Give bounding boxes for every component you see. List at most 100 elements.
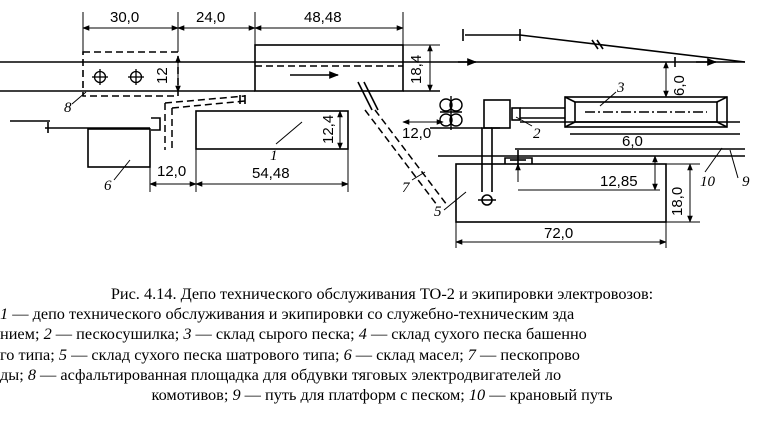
dim-124-text: 12,4 bbox=[320, 115, 337, 144]
pipe-support bbox=[363, 81, 379, 111]
caption-text: — путь для платформ с песком; bbox=[240, 385, 469, 405]
label-5: 5 bbox=[434, 204, 442, 220]
caption-text: — склад масел; bbox=[351, 344, 468, 364]
caption-text: — пескопрово bbox=[475, 344, 580, 364]
caption-num: 4 bbox=[358, 324, 367, 344]
caption-line-5: комотивов; 9 — путь для платформ с песко… bbox=[0, 385, 764, 405]
dim-5448-text: 54,48 bbox=[252, 165, 290, 182]
dryer-head bbox=[511, 107, 521, 121]
raw-sand-store bbox=[564, 96, 728, 128]
pipe-support bbox=[151, 117, 161, 131]
tower-silo bbox=[449, 113, 463, 127]
pipe-supports bbox=[151, 81, 379, 131]
caption-text: — склад сырого песка; bbox=[191, 324, 359, 344]
dryer-pipe bbox=[491, 127, 500, 192]
label-8: 8 bbox=[64, 100, 72, 116]
caption-text: — асфальтированная площадка для обдувки … bbox=[35, 364, 562, 384]
caption-line-1: 1 — депо технического обслуживания и эки… bbox=[0, 304, 764, 324]
dim-120a-text: 12,0 bbox=[402, 125, 431, 142]
label-10: 10 bbox=[700, 174, 716, 190]
sand-pipe bbox=[364, 109, 438, 206]
caption-num: 6 bbox=[343, 344, 352, 364]
caption-num: 9 bbox=[232, 385, 241, 405]
leader-lines bbox=[71, 91, 739, 211]
label-9: 9 bbox=[742, 174, 750, 190]
label-7: 7 bbox=[402, 180, 411, 196]
signal-marks bbox=[47, 29, 676, 133]
dim-24-text: 24,0 bbox=[196, 9, 225, 26]
track-top-branch bbox=[465, 34, 746, 63]
caption-num: 5 bbox=[58, 344, 67, 364]
leader-7 bbox=[411, 171, 426, 181]
leader-10 bbox=[704, 147, 723, 173]
caption-text: — крановый путь bbox=[485, 385, 613, 405]
depot-hall bbox=[254, 44, 404, 92]
tower-silo bbox=[439, 98, 453, 112]
dryer-pipe bbox=[481, 127, 492, 192]
dim-12-text: 12 bbox=[154, 67, 171, 84]
caption-line-4: ды; 8 — асфальтированная площадка для об… bbox=[0, 365, 764, 385]
caption-num: 2 bbox=[43, 324, 52, 344]
raw-sand-inner bbox=[574, 101, 718, 123]
raw-sand-outer bbox=[564, 96, 728, 128]
dim-180-text: 18,0 bbox=[669, 187, 686, 216]
label-3: 3 bbox=[616, 80, 625, 96]
caption-text: — склад сухого песка башенно bbox=[366, 324, 587, 344]
depot-building bbox=[195, 44, 404, 150]
caption-title: Рис. 4.14. Депо технического обслуживани… bbox=[110, 284, 654, 303]
dim-1285-text: 12,85 bbox=[600, 173, 638, 190]
raw-sand-corner bbox=[564, 96, 576, 103]
caption-text: — пескосушилка; bbox=[51, 324, 184, 344]
dim-720-text: 72,0 bbox=[544, 225, 573, 242]
dim-60b-text: 6,0 bbox=[622, 133, 643, 150]
sand-tower bbox=[439, 96, 463, 130]
caption-text: ды; bbox=[0, 364, 28, 384]
sand-dryer bbox=[430, 99, 565, 192]
sand-pipe bbox=[374, 109, 448, 206]
caption-text: го типа; bbox=[0, 344, 59, 364]
caption-num: 3 bbox=[183, 324, 192, 344]
dim-120b-text: 12,0 bbox=[157, 163, 186, 180]
pipe-support bbox=[357, 81, 373, 111]
dimension-lines bbox=[82, 12, 700, 248]
leader-1 bbox=[275, 121, 303, 145]
leader-8 bbox=[71, 91, 87, 105]
caption-num: 1 bbox=[0, 304, 9, 324]
sand-pipelines bbox=[164, 95, 448, 206]
label-6: 6 bbox=[104, 178, 112, 194]
raw-sand-corner bbox=[564, 121, 576, 128]
platform-valves bbox=[92, 69, 144, 85]
raw-sand-corner bbox=[716, 121, 728, 128]
caption-num: 7 bbox=[467, 344, 476, 364]
caption-line-2: нием; 2 — пескосушилка; 3 — склад сырого… bbox=[0, 324, 764, 344]
dim-60a-text: 6,0 bbox=[671, 75, 688, 96]
shed-sand-store bbox=[455, 150, 667, 223]
label-1: 1 bbox=[270, 148, 278, 164]
caption-text: комотивов; bbox=[151, 385, 233, 405]
route-arrows bbox=[290, 58, 717, 79]
label-2: 2 bbox=[533, 126, 541, 142]
leader-3 bbox=[599, 91, 617, 107]
leader-6 bbox=[113, 159, 131, 181]
tower-silo bbox=[449, 98, 463, 112]
caption-text: — склад сухого песка шатрового типа; bbox=[67, 344, 344, 364]
signal-mark bbox=[591, 39, 599, 50]
leader-9 bbox=[729, 149, 739, 179]
dryer-body bbox=[483, 99, 511, 129]
figure-caption: Рис. 4.14. Депо технического обслуживани… bbox=[0, 284, 764, 405]
caption-num: 8 bbox=[27, 364, 36, 384]
dim-184-text: 18,4 bbox=[408, 55, 425, 84]
oil-storage bbox=[87, 128, 151, 168]
sand-pipe bbox=[164, 95, 246, 104]
leader-5 bbox=[443, 191, 467, 211]
shed-sand-body bbox=[455, 163, 667, 223]
dim-30-text: 30,0 bbox=[110, 9, 139, 26]
caption-text: — депо технического обслуживания и экипи… bbox=[8, 304, 575, 324]
caption-num: 10 bbox=[468, 385, 486, 405]
caption-text: нием; bbox=[0, 324, 44, 344]
depot-service-building bbox=[195, 110, 349, 150]
depot-scheme: 30,0 24,0 48,48 12 18,4 6,0 12,4 12,0 6,… bbox=[0, 9, 750, 248]
sand-pipe bbox=[171, 100, 246, 109]
signal-mark bbox=[596, 39, 604, 50]
raw-sand-corner bbox=[716, 96, 728, 103]
